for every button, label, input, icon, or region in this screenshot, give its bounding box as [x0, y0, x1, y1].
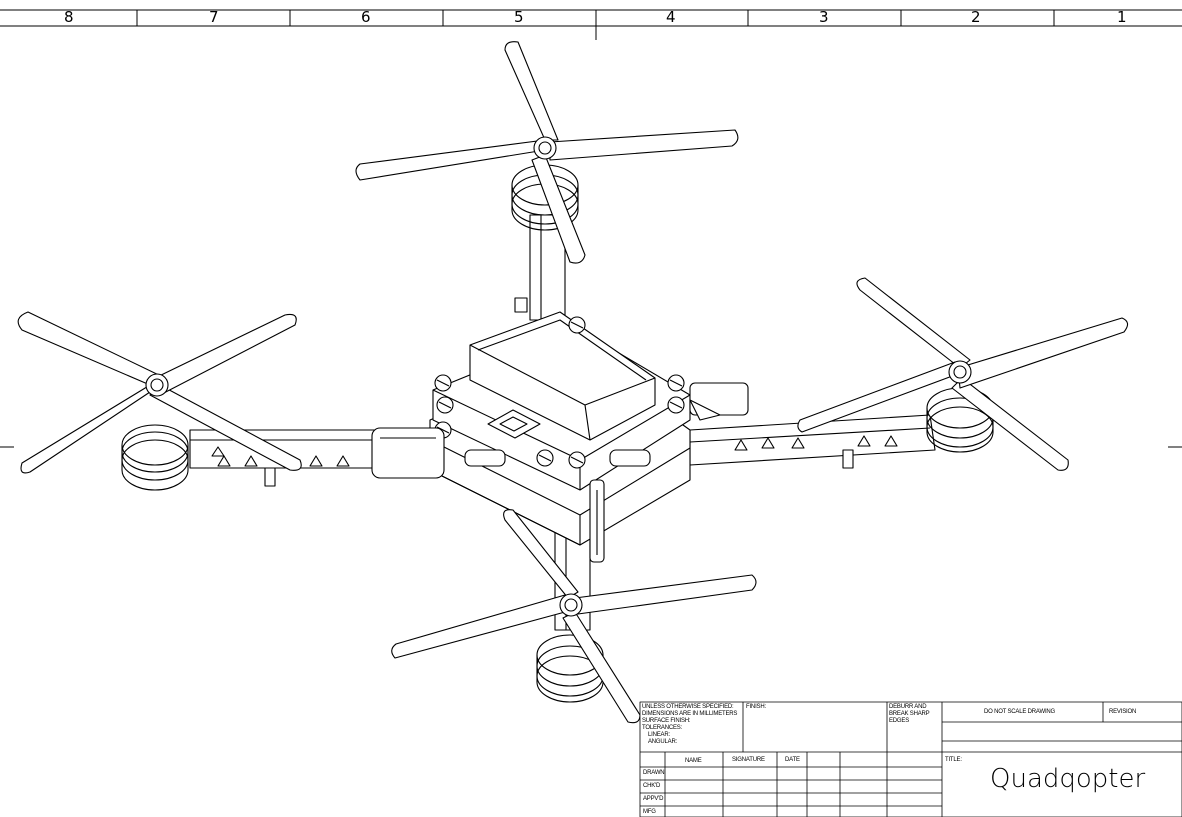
- sheet-border: [0, 9, 1182, 448]
- arm-cutouts: [211, 435, 898, 467]
- propeller-left: [17, 311, 302, 474]
- do-not-scale-label: DO NOT SCALE DRAWING: [984, 709, 1056, 715]
- note-line: SURFACE FINISH:: [642, 718, 691, 724]
- zone-number-1: 1: [1117, 8, 1127, 26]
- row-label-checked: CHK'D: [643, 783, 661, 789]
- zone-number-7: 7: [209, 8, 219, 26]
- deburr-note: DEBURR AND BREAK SHARP EDGES: [889, 704, 930, 725]
- tolerance-notes: UNLESS OTHERWISE SPECIFIED: DIMENSIONS A…: [642, 704, 737, 746]
- note-line: LINEAR:: [648, 732, 670, 738]
- zone-number-6: 6: [361, 8, 371, 26]
- zone-number-8: 8: [64, 8, 74, 26]
- propeller-rear: [355, 41, 739, 264]
- propeller-front: [391, 509, 757, 724]
- deburr-line: DEBURR AND: [889, 704, 927, 710]
- title-block-grid: [639, 701, 1182, 817]
- note-line: TOLERANCES:: [642, 725, 683, 731]
- col-header-signature: SIGNATURE: [732, 757, 765, 763]
- title-label: TITLE:: [945, 757, 962, 763]
- row-label-approved: APPV'D: [643, 796, 664, 802]
- deburr-line: BREAK SHARP: [889, 711, 930, 717]
- note-line: DIMENSIONS ARE IN MILLIMETERS: [642, 711, 738, 717]
- zone-number-3: 3: [819, 8, 829, 26]
- center-body: [371, 311, 749, 563]
- zone-number-4: 4: [666, 8, 676, 26]
- row-label-drawn: DRAWN: [643, 770, 665, 776]
- revision-label: REVISION: [1109, 709, 1137, 715]
- note-line: UNLESS OTHERWISE SPECIFIED:: [642, 704, 734, 710]
- zone-number-2: 2: [971, 8, 981, 26]
- col-header-name: NAME: [685, 758, 702, 764]
- motor-front-left: [121, 424, 189, 491]
- note-line: ANGULAR:: [648, 739, 678, 745]
- propeller-right: [797, 277, 1129, 471]
- drawing-title: Quadqopter: [990, 764, 1146, 794]
- row-label-mfg: MFG: [643, 809, 656, 815]
- col-header-date: DATE: [785, 757, 800, 763]
- deburr-line: EDGES: [889, 718, 910, 724]
- zone-number-5: 5: [514, 8, 524, 26]
- finish-label: FINISH:: [746, 704, 766, 710]
